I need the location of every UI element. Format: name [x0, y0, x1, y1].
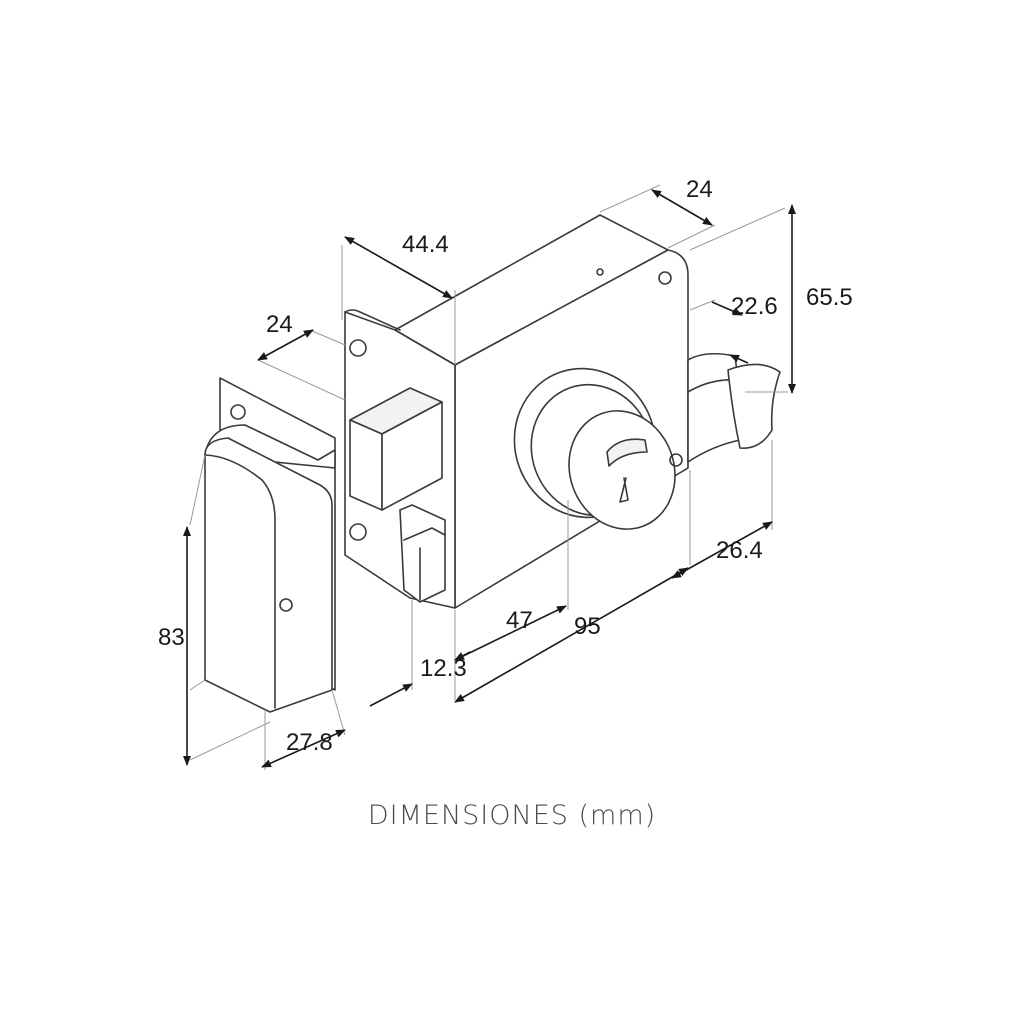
dim-label-case-depth: 24 [686, 176, 713, 203]
dim-arrow-knob-offset-2 [729, 354, 749, 364]
dim-label-bolt-offset: 12.3 [420, 655, 467, 682]
dim-arrow-knob-offset [711, 301, 743, 316]
dimension-arrows [183, 189, 796, 768]
dim-label-cylinder-offset: 47 [506, 607, 533, 634]
lock-case [344, 214, 689, 609]
dim-arrow-case-width [344, 236, 453, 299]
dim-arrow-keeper-depth [257, 329, 314, 361]
diagram-caption: DIMENSIONES (mm) [367, 800, 657, 831]
dim-label-case-width: 44.4 [402, 231, 449, 258]
dim-label-case-length: 95 [574, 613, 601, 640]
key-cylinder [513, 367, 683, 530]
dim-arrow-bolt-offset-left [369, 683, 413, 707]
thumb-turn-knob [687, 352, 781, 463]
dimension-labels: 44.4 24 24 65.5 22.6 26.4 83 27.8 12.3 4… [158, 176, 853, 756]
dim-label-keeper-depth: 24 [266, 311, 293, 338]
dim-arrow-keeper-width [261, 729, 346, 768]
dim-label-keeper-height: 83 [158, 624, 185, 651]
dim-label-keeper-width: 27.8 [286, 729, 333, 756]
dim-arrow-case-length [454, 567, 689, 703]
keeper-strike [204, 377, 336, 713]
dim-label-case-height: 65.5 [806, 284, 853, 311]
dim-label-knob-width: 26.4 [716, 537, 763, 564]
dim-label-knob-offset: 22.6 [731, 293, 778, 320]
dim-arrow-case-depth [651, 189, 713, 226]
